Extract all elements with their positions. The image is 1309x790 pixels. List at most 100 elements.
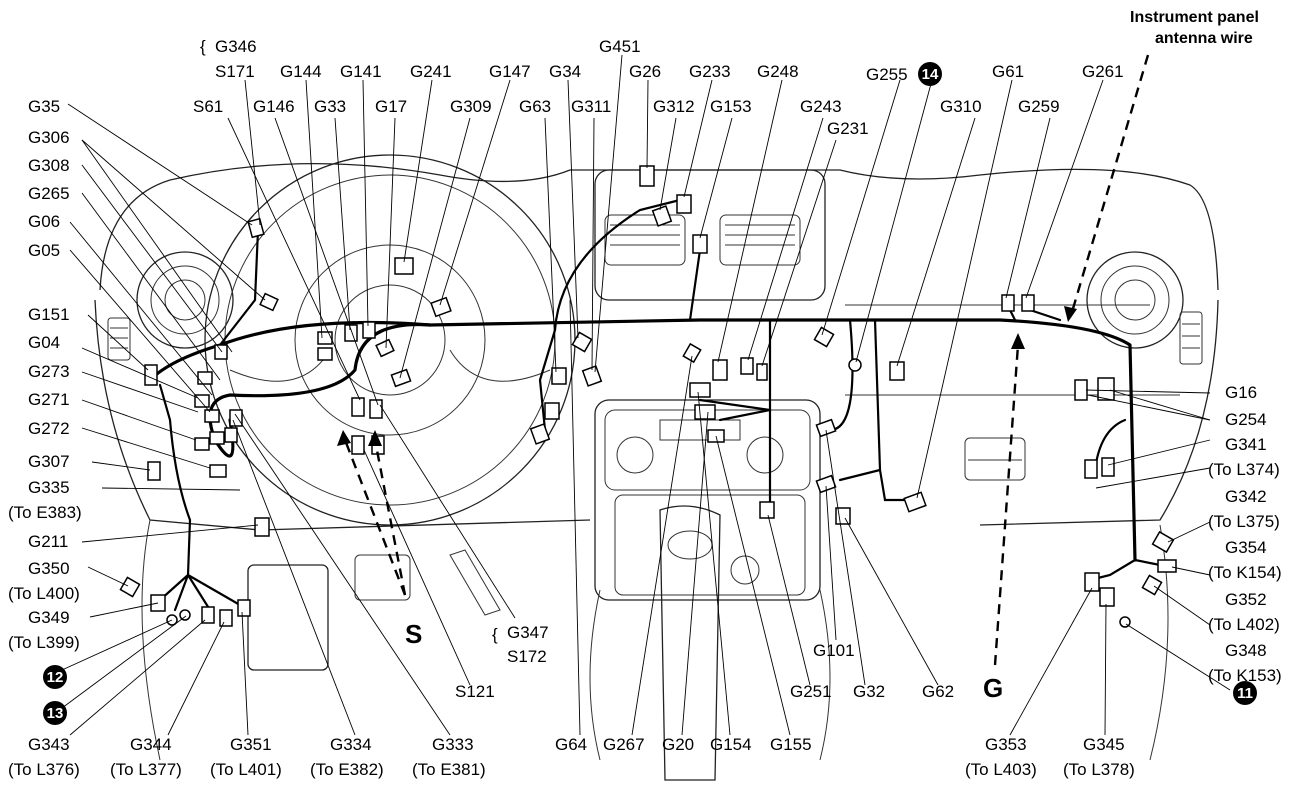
label-G335: G335 xyxy=(28,478,70,497)
label-G308: G308 xyxy=(28,156,70,175)
label-G353: G353 xyxy=(985,735,1027,754)
label-G05: G05 xyxy=(28,241,60,260)
label-G153: G153 xyxy=(710,97,752,116)
label-G351: G351 xyxy=(230,735,272,754)
label-G345-to: (To L378) xyxy=(1063,760,1135,779)
brace-g346-s171: { xyxy=(200,37,206,56)
label-G243: G243 xyxy=(800,97,842,116)
label-G310: G310 xyxy=(940,97,982,116)
label-G231: G231 xyxy=(827,119,869,138)
label-S61: S61 xyxy=(193,97,223,116)
label-G155: G155 xyxy=(770,735,812,754)
badge-12-label: 12 xyxy=(47,669,64,686)
main-harness xyxy=(148,198,1162,612)
label-G20: G20 xyxy=(662,735,694,754)
label-G259: G259 xyxy=(1018,97,1060,116)
label-G335-to: (To E383) xyxy=(8,503,82,522)
label-G251: G251 xyxy=(790,682,832,701)
label-G309: G309 xyxy=(450,97,492,116)
label-G344-to: (To L377) xyxy=(110,760,182,779)
label-G341: G341 xyxy=(1225,435,1267,454)
label-G261: G261 xyxy=(1082,62,1124,81)
label-G312: G312 xyxy=(653,97,695,116)
label-G255: G255 xyxy=(866,65,908,84)
label-G64: G64 xyxy=(555,735,587,754)
label-G343-to: (To L376) xyxy=(8,760,80,779)
label-G26: G26 xyxy=(629,62,661,81)
brace-g347-s172: { xyxy=(492,625,498,644)
view-label-S: S xyxy=(405,619,422,649)
label-G272: G272 xyxy=(28,419,70,438)
label-G151: G151 xyxy=(28,305,70,324)
label-G352-to: (To L402) xyxy=(1208,615,1280,634)
label-G349: G349 xyxy=(28,608,70,627)
label-G351-to: (To L401) xyxy=(210,760,282,779)
leader-lines xyxy=(61,54,1231,736)
label-G271: G271 xyxy=(28,390,70,409)
label-G346: G346 xyxy=(215,37,257,56)
label-G343: G343 xyxy=(28,735,70,754)
connectors xyxy=(119,165,1177,628)
antenna-note-line1: Instrument panel xyxy=(1130,9,1259,26)
label-G353-to: (To L403) xyxy=(965,760,1037,779)
badge-11-label: 11 xyxy=(1237,685,1253,702)
label-G154: G154 xyxy=(710,735,752,754)
label-G265: G265 xyxy=(28,184,70,203)
label-G334: G334 xyxy=(330,735,372,754)
label-G04: G04 xyxy=(28,333,60,352)
label-G342: G342 xyxy=(1225,487,1267,506)
label-G62: G62 xyxy=(922,682,954,701)
label-G311: G311 xyxy=(571,97,611,116)
label-G333: G333 xyxy=(432,735,474,754)
label-G233: G233 xyxy=(689,62,731,81)
label-G307: G307 xyxy=(28,452,70,471)
label-S172: S172 xyxy=(507,647,547,666)
label-G32: G32 xyxy=(853,682,885,701)
badge-12 xyxy=(43,665,67,689)
label-G147: G147 xyxy=(489,62,531,81)
label-G17: G17 xyxy=(375,97,407,116)
component-labels: { G346 S171 G144 G141 G241 G147 G34 G451… xyxy=(8,9,1282,779)
label-G350-to: (To L400) xyxy=(8,584,80,603)
label-G248: G248 xyxy=(757,62,799,81)
label-G333-to: (To E381) xyxy=(412,760,486,779)
badge-13 xyxy=(43,701,67,725)
label-G348: G348 xyxy=(1225,641,1267,660)
label-G63: G63 xyxy=(519,97,551,116)
label-G306: G306 xyxy=(28,128,70,147)
view-arrows xyxy=(337,54,1150,666)
dashboard-outline xyxy=(94,154,1219,781)
view-label-G: G xyxy=(983,673,1003,703)
label-S171: S171 xyxy=(215,62,255,81)
label-G267: G267 xyxy=(603,735,645,754)
label-G61: G61 xyxy=(992,62,1024,81)
badge-13-label: 13 xyxy=(47,705,64,722)
label-G101: G101 xyxy=(813,641,855,660)
label-G06: G06 xyxy=(28,212,60,231)
badge-14 xyxy=(918,62,942,86)
label-G16: G16 xyxy=(1225,383,1257,402)
label-G334-to: (To E382) xyxy=(310,760,384,779)
label-G273: G273 xyxy=(28,362,70,381)
label-G241: G241 xyxy=(410,62,452,81)
label-G349-to: (To L399) xyxy=(8,633,80,652)
label-G34: G34 xyxy=(549,62,581,81)
label-G35: G35 xyxy=(28,97,60,116)
label-G345: G345 xyxy=(1083,735,1125,754)
label-G144: G144 xyxy=(280,62,322,81)
label-G146: G146 xyxy=(253,97,295,116)
antenna-note-line2: antenna wire xyxy=(1155,30,1253,47)
label-G254: G254 xyxy=(1225,410,1267,429)
label-S121: S121 xyxy=(455,682,495,701)
label-G354: G354 xyxy=(1225,538,1267,557)
label-G354-to: (To K154) xyxy=(1208,563,1282,582)
label-G33: G33 xyxy=(314,97,346,116)
label-G141: G141 xyxy=(340,62,382,81)
label-G211: G211 xyxy=(28,532,68,551)
label-G352: G352 xyxy=(1225,590,1267,609)
label-G342-to: (To L375) xyxy=(1208,512,1280,531)
label-G348-to: (To K153) xyxy=(1208,666,1282,685)
label-G347: G347 xyxy=(507,623,549,642)
badge-11 xyxy=(1233,681,1257,705)
